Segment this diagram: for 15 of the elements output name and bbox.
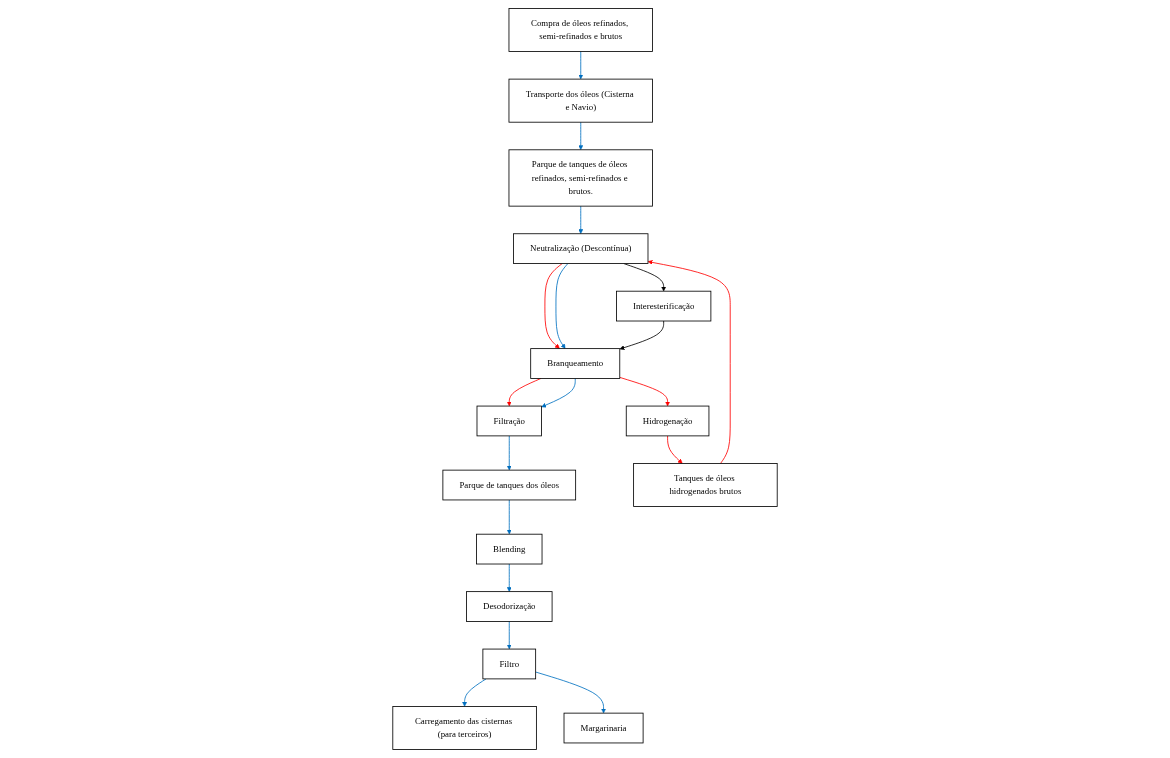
- node-box: Filtração: [476, 405, 542, 437]
- node-box: Blending: [476, 533, 543, 565]
- node-box: Neutralização (Descontínua): [513, 233, 649, 264]
- node-box: Interesterificação: [616, 290, 712, 322]
- node-box: Hidrogenação: [625, 405, 710, 437]
- node-box: Tanques de óleos hidrogenados brutos: [633, 463, 778, 507]
- node-box: Branqueamento: [530, 348, 621, 379]
- node-box: Transporte dos óleos (Cisterna e Navio): [508, 78, 653, 123]
- node-box: Parque de tanques dos óleos: [442, 469, 577, 501]
- node-box: Carregamento das cisternas (para terceiros): [392, 706, 537, 750]
- node-box: Margarinaria: [563, 712, 644, 744]
- node-box: Parque de tanques de óleos refinados, semi-refinados e brutos.: [508, 149, 653, 207]
- node-box: Compra de óleos refinados, semi-refinados e brutos: [508, 8, 653, 52]
- node-box: Desodorização: [466, 591, 553, 622]
- node-box: Filtro: [482, 648, 537, 680]
